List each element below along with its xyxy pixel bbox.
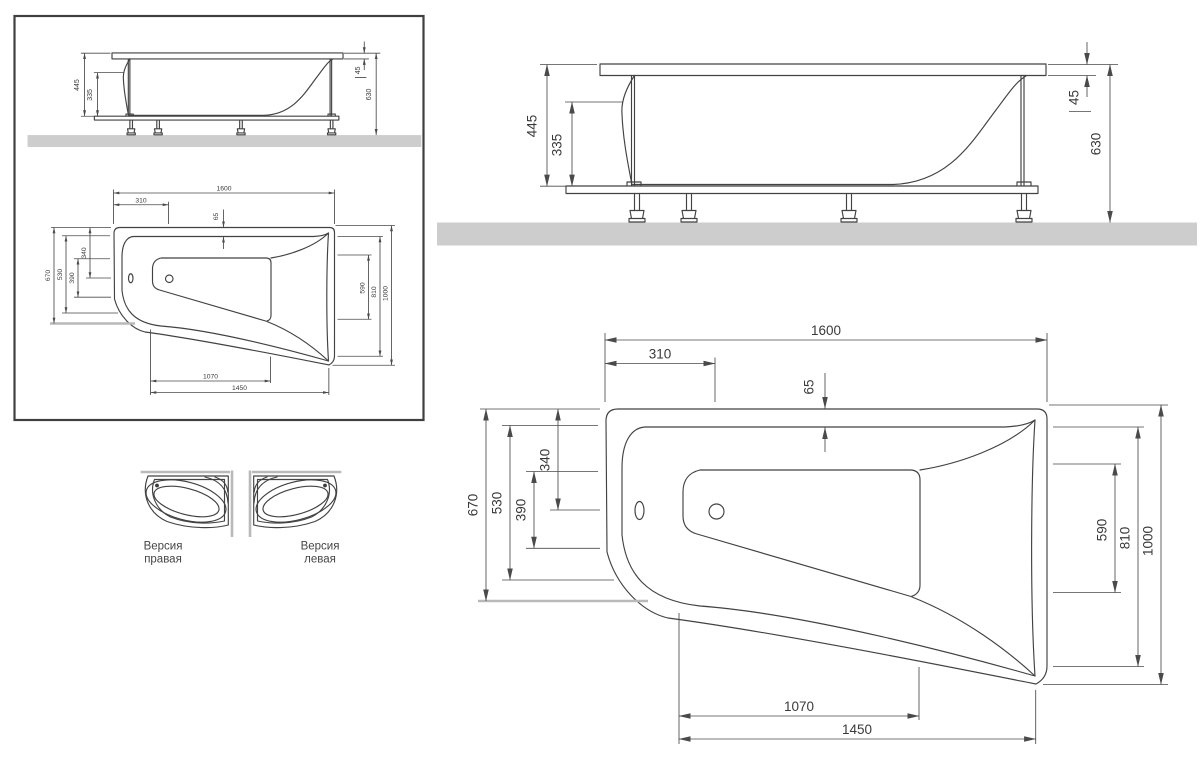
dim-label-630: 630 bbox=[366, 88, 373, 100]
support-posts bbox=[128, 59, 331, 116]
dim-label-45: 45 bbox=[355, 66, 362, 74]
dim-label-810: 810 bbox=[371, 286, 378, 298]
version-left-icon bbox=[250, 471, 341, 538]
dim-label-1070: 1070 bbox=[784, 699, 814, 714]
dim-label-310: 310 bbox=[135, 197, 147, 204]
dim-label-390: 390 bbox=[69, 272, 76, 284]
dim-label-530: 530 bbox=[490, 492, 505, 515]
overflow-hole bbox=[635, 502, 644, 520]
dim-label-1600: 1600 bbox=[811, 323, 841, 338]
legs bbox=[629, 194, 1032, 223]
base-frame bbox=[566, 186, 1038, 194]
tub-rim-profile bbox=[112, 53, 343, 59]
basin-outline bbox=[153, 258, 272, 321]
dim-label-1600: 1600 bbox=[216, 186, 231, 193]
dim-label-310: 310 bbox=[649, 347, 672, 362]
version-left-label-line1: Версия bbox=[301, 541, 340, 553]
drain-hole bbox=[709, 504, 724, 519]
headrest-upper-curve bbox=[271, 233, 329, 258]
dim-label-390: 390 bbox=[514, 499, 529, 522]
dim-label-670: 670 bbox=[466, 494, 481, 517]
overflow-hole bbox=[129, 274, 134, 283]
dim-label-1450: 1450 bbox=[842, 722, 872, 737]
dim-label-1000: 1000 bbox=[382, 286, 389, 301]
large-plan-view: 1600 310 65 670 530 390 340 590 810 1000… bbox=[466, 323, 1169, 744]
dim-label-1070: 1070 bbox=[203, 374, 218, 381]
tub-outer-outline bbox=[114, 228, 335, 366]
plan-dimension-lines bbox=[478, 333, 1168, 744]
floor-surface bbox=[437, 222, 1197, 246]
elevation-dimension-lines bbox=[81, 42, 380, 136]
tub-left-wall bbox=[123, 59, 130, 116]
version-left-label: Версия левая bbox=[301, 541, 340, 566]
post-brackets bbox=[627, 182, 1031, 186]
version-right-icon bbox=[141, 471, 232, 538]
tub-inner-rim bbox=[622, 420, 1035, 676]
dim-label-630: 630 bbox=[1089, 133, 1104, 156]
dim-label-65: 65 bbox=[802, 379, 817, 394]
dim-label-340: 340 bbox=[81, 247, 88, 259]
dim-label-530: 530 bbox=[57, 269, 64, 281]
version-right-label: Версия правая bbox=[144, 541, 183, 566]
plan-dimension-lines bbox=[50, 190, 395, 396]
post-brackets bbox=[126, 114, 335, 116]
dim-label-590: 590 bbox=[1095, 519, 1110, 542]
headrest-lower-curve bbox=[912, 597, 1035, 676]
large-elevation-view: 445 335 45 630 bbox=[437, 42, 1197, 246]
tub-bottom-and-back-slope bbox=[633, 76, 1026, 185]
version-right-label-line1: Версия bbox=[144, 541, 183, 553]
version-right-label-line2: правая bbox=[144, 554, 182, 566]
legs bbox=[127, 120, 336, 135]
tub-inner-rim bbox=[122, 233, 329, 361]
base-frame bbox=[94, 116, 338, 120]
dim-label-445: 445 bbox=[74, 79, 81, 91]
dim-label-445: 445 bbox=[525, 115, 540, 138]
tub-outer-outline bbox=[606, 409, 1047, 684]
headrest-upper-curve bbox=[920, 420, 1035, 470]
dim-label-45: 45 bbox=[1067, 90, 1082, 105]
dim-label-590: 590 bbox=[359, 282, 366, 294]
basin-outline bbox=[683, 470, 920, 597]
dim-label-1450: 1450 bbox=[232, 385, 247, 392]
dim-label-670: 670 bbox=[45, 270, 52, 282]
support-posts bbox=[632, 76, 1025, 186]
version-left-label-line2: левая bbox=[304, 554, 336, 566]
dim-label-335: 335 bbox=[550, 134, 565, 157]
dim-label-340: 340 bbox=[538, 449, 553, 472]
headrest-lower-curve bbox=[267, 322, 329, 362]
overview-panel-border bbox=[13, 14, 425, 422]
dim-label-65: 65 bbox=[213, 213, 220, 221]
small-elevation-view: 445 335 45 630 bbox=[27, 42, 422, 147]
drain-hole bbox=[166, 275, 174, 283]
floor-surface bbox=[27, 135, 422, 147]
elevation-dimension-lines bbox=[540, 42, 1118, 223]
dim-label-810: 810 bbox=[1118, 527, 1133, 550]
dim-label-335: 335 bbox=[87, 89, 94, 101]
tub-rim-profile bbox=[600, 64, 1046, 76]
tub-left-wall bbox=[622, 76, 635, 186]
dim-label-1000: 1000 bbox=[1141, 526, 1156, 556]
small-plan-view: 1600 310 65 670 530 390 340 590 810 1000… bbox=[45, 186, 395, 396]
tub-bottom-and-back-slope bbox=[129, 59, 333, 115]
